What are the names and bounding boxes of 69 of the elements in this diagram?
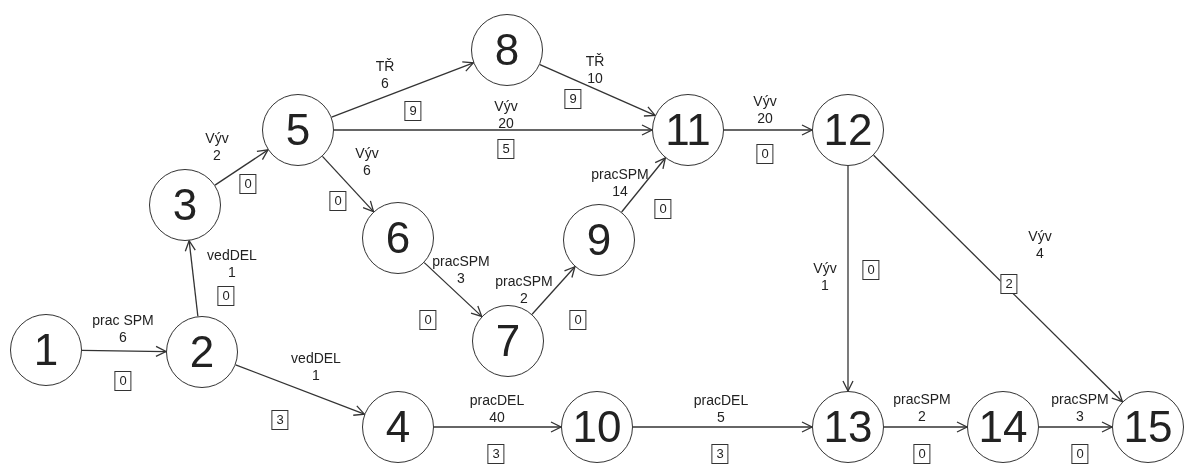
node-circle: 1 — [10, 314, 82, 386]
node-circle: 5 — [262, 94, 334, 166]
float-value: 0 — [239, 174, 257, 194]
float-value: 5 — [497, 139, 515, 159]
arrow — [723, 124, 813, 136]
arrow — [433, 421, 562, 433]
edge-label: TŘ 10 — [585, 53, 605, 87]
node-circle: 6 — [362, 202, 434, 274]
edge-label: pracSPM 14 — [591, 166, 649, 200]
float-value: 3 — [487, 444, 505, 464]
float-value: 9 — [404, 101, 422, 121]
edge-label: Výv 20 — [753, 93, 777, 127]
edge-label: pracSPM 2 — [893, 391, 951, 425]
node-circle: 4 — [362, 391, 434, 463]
arrow — [321, 155, 375, 213]
arrow — [184, 240, 199, 317]
edge-label: Výv 6 — [355, 145, 379, 179]
float-value: 0 — [419, 310, 437, 330]
arrow — [632, 421, 813, 433]
arrow — [214, 149, 269, 186]
edge-label: pracDEL 5 — [693, 392, 749, 426]
edge-label: prac SPM 6 — [92, 312, 154, 346]
node-circle: 13 — [812, 391, 884, 463]
node-circle: 10 — [561, 391, 633, 463]
edge-label: Výv 20 — [494, 98, 518, 132]
node-circle: 7 — [472, 305, 544, 377]
float-value: 0 — [862, 260, 880, 280]
edge-label: TŘ 6 — [375, 58, 395, 92]
float-value: 3 — [711, 444, 729, 464]
arrow — [539, 63, 656, 117]
node-circle: 14 — [967, 391, 1039, 463]
float-value: 0 — [329, 191, 347, 211]
edge-label: vedDEL 1 — [207, 247, 257, 281]
float-value: 0 — [1071, 444, 1089, 464]
arrow — [81, 345, 167, 358]
node-circle: 9 — [563, 204, 635, 276]
node-circle: 3 — [149, 169, 221, 241]
arrow — [330, 61, 475, 118]
float-value: 0 — [114, 371, 132, 391]
edge-label: pracSPM 2 — [495, 273, 553, 307]
node-circle: 11 — [652, 94, 724, 166]
arrow — [872, 154, 1124, 403]
arrow — [621, 157, 666, 213]
arrow — [883, 421, 968, 433]
node-circle: 2 — [166, 316, 238, 388]
edge-label: Výv 2 — [205, 130, 229, 164]
node-circle: 12 — [812, 94, 884, 166]
arrow — [423, 261, 483, 318]
float-value: 0 — [913, 444, 931, 464]
edge-label: pracSPM 3 — [432, 253, 490, 287]
arrow — [1038, 421, 1113, 433]
edge-label: Výv 4 — [1028, 228, 1052, 262]
arrow — [234, 364, 366, 416]
float-value: 0 — [756, 144, 774, 164]
float-value: 0 — [569, 310, 587, 330]
node-circle: 15 — [1112, 391, 1184, 463]
node-circle: 8 — [471, 14, 543, 86]
float-value: 0 — [654, 199, 672, 219]
float-value: 9 — [564, 89, 582, 109]
float-value: 2 — [1000, 274, 1018, 294]
edge-label: pracSPM 3 — [1051, 391, 1109, 425]
arrow — [531, 266, 576, 315]
edge-label: Výv 1 — [813, 260, 837, 294]
float-value: 0 — [217, 286, 235, 306]
float-value: 3 — [271, 410, 289, 430]
edge-label: pracDEL 40 — [469, 392, 525, 426]
edge-label: vedDEL 1 — [291, 350, 341, 384]
arrow — [842, 165, 854, 392]
arrow — [333, 124, 653, 136]
